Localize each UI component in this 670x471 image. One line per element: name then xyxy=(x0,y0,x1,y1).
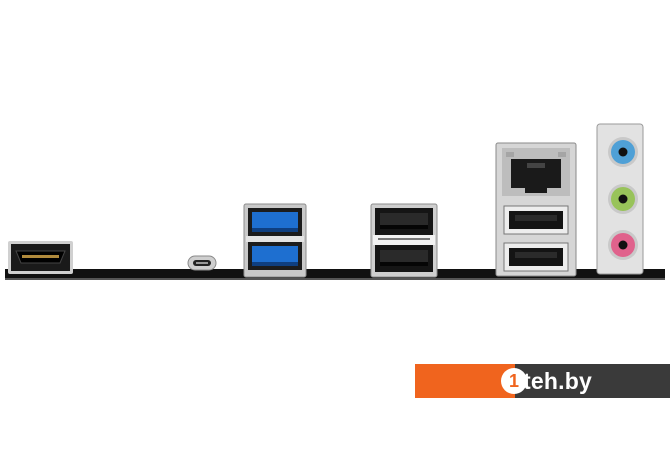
watermark-badge-number: 1 xyxy=(508,371,519,391)
watermark-site-text: teh.by xyxy=(523,368,592,394)
watermark-badge: 1 xyxy=(501,368,527,394)
watermark-dark-block xyxy=(515,364,670,398)
pcb-edge-highlight xyxy=(5,278,665,280)
usb2-port-icon xyxy=(370,203,438,278)
usb-c-port-icon xyxy=(187,255,217,271)
pcb-edge xyxy=(5,269,665,279)
watermark-banner: 1 teh.by xyxy=(415,364,670,398)
usb3-port-icon xyxy=(243,203,307,278)
hdmi-port-icon xyxy=(8,241,73,274)
watermark-accent-block xyxy=(415,364,515,398)
audio-jack-icon xyxy=(596,123,644,275)
ethernet-port-icon xyxy=(495,142,577,277)
